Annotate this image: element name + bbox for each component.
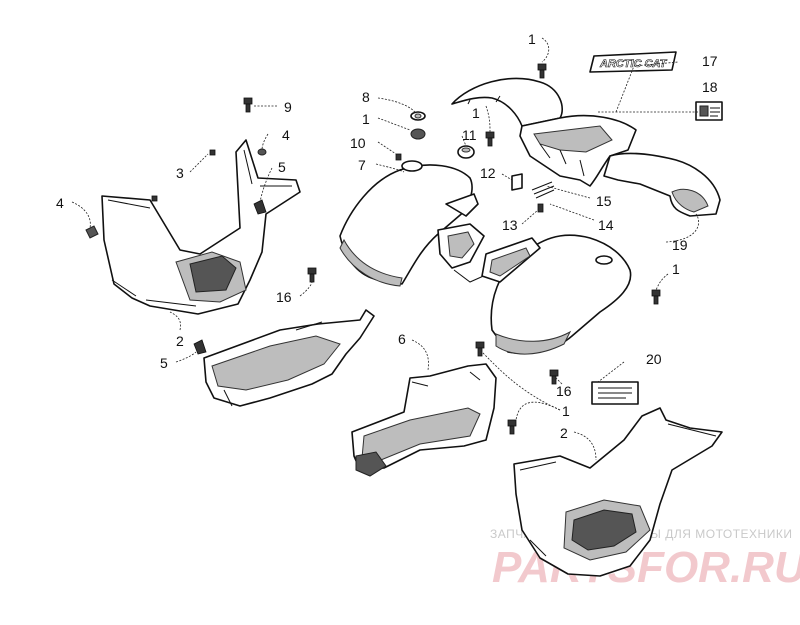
- callout-labels: 1 17 18 8 9 1 4 10 11 1 3 5 7 12 4 15 13…: [56, 31, 718, 441]
- callout-13: 13: [502, 217, 518, 233]
- arctic-cat-decal: ARCTIC CAT: [589, 51, 677, 73]
- callout-7: 7: [358, 157, 366, 173]
- bolt-icon: [475, 341, 485, 357]
- push-rivet-icon: [193, 339, 207, 355]
- callout-1: 1: [562, 403, 570, 419]
- spring-icon: [531, 181, 555, 199]
- left-footwell: [203, 309, 375, 407]
- callout-8: 8: [362, 89, 370, 105]
- callout-6: 6: [398, 331, 406, 347]
- callout-11: 11: [462, 127, 477, 143]
- callout-14: 14: [598, 217, 614, 233]
- callout-10: 10: [350, 135, 366, 151]
- callout-15: 15: [596, 193, 612, 209]
- callout-12: 12: [480, 165, 496, 181]
- bolt-icon: [485, 131, 495, 147]
- right-side-panel: [513, 407, 723, 577]
- left-side-panel: [101, 139, 301, 315]
- callout-16: 16: [556, 383, 572, 399]
- grommet-icon: [457, 145, 475, 159]
- callout-2: 2: [560, 425, 568, 441]
- callout-4: 4: [282, 127, 290, 143]
- callout-16: 16: [276, 289, 292, 305]
- callout-2: 2: [176, 333, 184, 349]
- callout-19: 19: [672, 237, 688, 253]
- hardware: [85, 63, 661, 435]
- bolt-icon: [307, 267, 317, 283]
- clip-icon: [537, 203, 544, 213]
- screw-icon: [151, 195, 158, 202]
- screw-icon: [395, 153, 402, 161]
- center-console: [481, 234, 632, 355]
- clip-icon: [511, 173, 523, 191]
- callout-18: 18: [702, 79, 718, 95]
- bolt-icon: [549, 369, 559, 385]
- callout-1: 9: [284, 99, 292, 115]
- callout-4: 4: [56, 195, 64, 211]
- bolt-icon: [651, 289, 661, 305]
- bolt-icon: [507, 419, 517, 435]
- screw-icon: [209, 149, 216, 156]
- nut-icon: [410, 111, 426, 121]
- nut-icon: [85, 225, 99, 239]
- warning-decal-20: [591, 381, 639, 405]
- callout-1: 1: [528, 31, 536, 47]
- grommet-icon: [257, 148, 267, 156]
- callout-5: 5: [278, 159, 286, 175]
- callout-1: 1: [672, 261, 680, 277]
- tank-cover: [339, 160, 489, 287]
- decal-brand: ARCTIC CAT: [599, 58, 668, 70]
- callout-3: 3: [176, 165, 184, 181]
- push-rivet-icon: [253, 199, 267, 215]
- callout-20: 20: [646, 351, 662, 367]
- bolt-icon: [537, 63, 547, 79]
- callout-5: 5: [160, 355, 168, 371]
- leader-lines: [71, 37, 700, 461]
- front-fender-rack: [451, 77, 721, 217]
- callout-9: 1: [362, 111, 370, 127]
- callout-1: 1: [472, 105, 480, 121]
- callout-17: 17: [702, 53, 718, 69]
- warning-decal-18: [695, 101, 723, 121]
- grommet-icon: [410, 128, 426, 140]
- bolt-icon: [243, 97, 253, 113]
- right-footwell: [351, 363, 497, 477]
